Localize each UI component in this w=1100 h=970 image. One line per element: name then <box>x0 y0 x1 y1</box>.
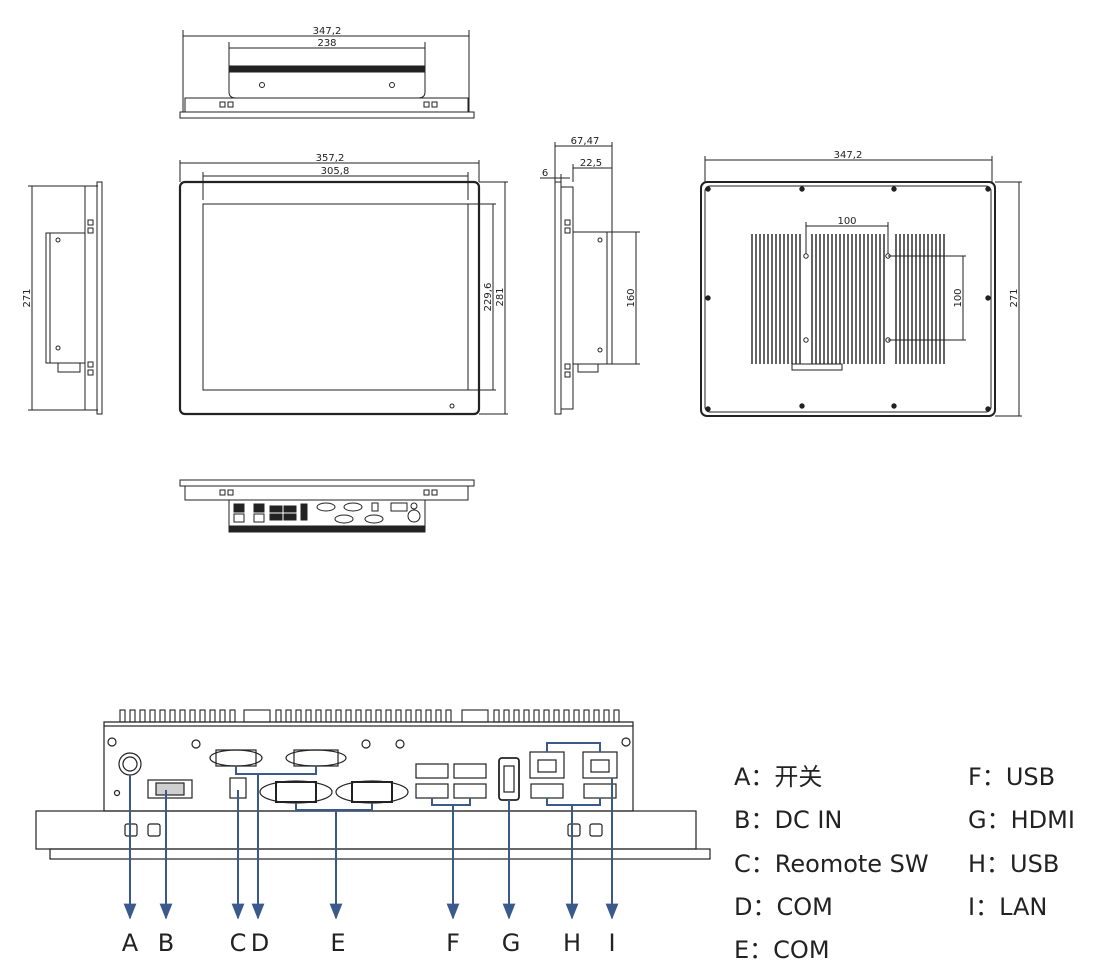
legend-item-h: H：USB <box>968 844 1059 879</box>
legend-item-f: F：USB <box>968 757 1055 792</box>
legend-value: LAN <box>999 893 1048 921</box>
legend-value: HDMI <box>1010 806 1075 834</box>
bottom-view-small <box>179 479 475 533</box>
dim-back-hole-h: 100 <box>953 288 964 307</box>
heatsink-fins <box>751 234 945 364</box>
port-letter-g: G <box>502 929 521 957</box>
legend-item-d: D：COM <box>734 887 833 922</box>
legend-value: Reomote SW <box>774 850 929 878</box>
legend-key: E： <box>734 936 774 964</box>
legend-key: C： <box>734 850 775 878</box>
port-letter-b: B <box>158 929 174 957</box>
port-letter-a: A <box>122 929 139 957</box>
dim-side-h: 160 <box>626 288 637 307</box>
legend-key: D： <box>734 893 777 921</box>
dim-side-bezel: 6 <box>542 168 548 179</box>
dim-back-hole-w: 100 <box>837 216 856 227</box>
legend-value: USB <box>1005 763 1056 791</box>
legend-value: 开关 <box>774 763 823 791</box>
port-letter-i: I <box>608 929 615 957</box>
dim-side-depth: 67,47 <box>571 136 600 147</box>
dim-top-outer: 347,2 <box>313 26 342 37</box>
front-view <box>178 160 508 416</box>
port-letter-d: D <box>251 929 269 957</box>
top-view <box>179 30 475 119</box>
legend-value: DC IN <box>774 806 843 834</box>
dim-left-h: 271 <box>22 288 33 307</box>
legend-item-e: E：COM <box>734 930 830 965</box>
legend-key: H： <box>968 850 1011 878</box>
legend-key: G： <box>968 806 1011 834</box>
port-letter-e: E <box>330 929 345 957</box>
port-letter-f: F <box>446 929 460 957</box>
legend-value: COM <box>773 936 830 964</box>
legend-value: USB <box>1010 850 1060 878</box>
legend-key: I： <box>968 893 1000 921</box>
dim-side-body: 22,5 <box>580 158 602 169</box>
dim-front-total-h: 281 <box>495 287 506 306</box>
legend-value: COM <box>776 893 833 921</box>
legend-item-g: G：HDMI <box>968 800 1075 835</box>
legend-item-b: B：DC IN <box>734 800 842 835</box>
legend-key: F： <box>968 763 1006 791</box>
back-view <box>700 156 1022 417</box>
dim-back-w: 347,2 <box>834 150 863 161</box>
legend-item-c: C：Reomote SW <box>734 844 929 879</box>
legend-key: A： <box>734 763 775 791</box>
left-side-view <box>28 181 103 415</box>
legend-key: B： <box>734 806 775 834</box>
right-side-view <box>540 142 640 415</box>
dim-front-outer: 357,2 <box>316 153 345 164</box>
dim-front-inner: 305,8 <box>321 166 350 177</box>
dim-top-inner: 238 <box>317 38 336 49</box>
port-letter-h: H <box>563 929 581 957</box>
detail-fins <box>119 709 620 723</box>
leader-lines <box>123 742 619 920</box>
dim-back-h: 271 <box>1009 288 1020 307</box>
detail-port-view <box>35 709 711 860</box>
port-letter-c: C <box>230 929 247 957</box>
legend-item-i: I：LAN <box>968 887 1047 922</box>
legend-item-a: A：开关 <box>734 757 822 792</box>
dim-front-screen-h: 229,6 <box>483 283 494 312</box>
